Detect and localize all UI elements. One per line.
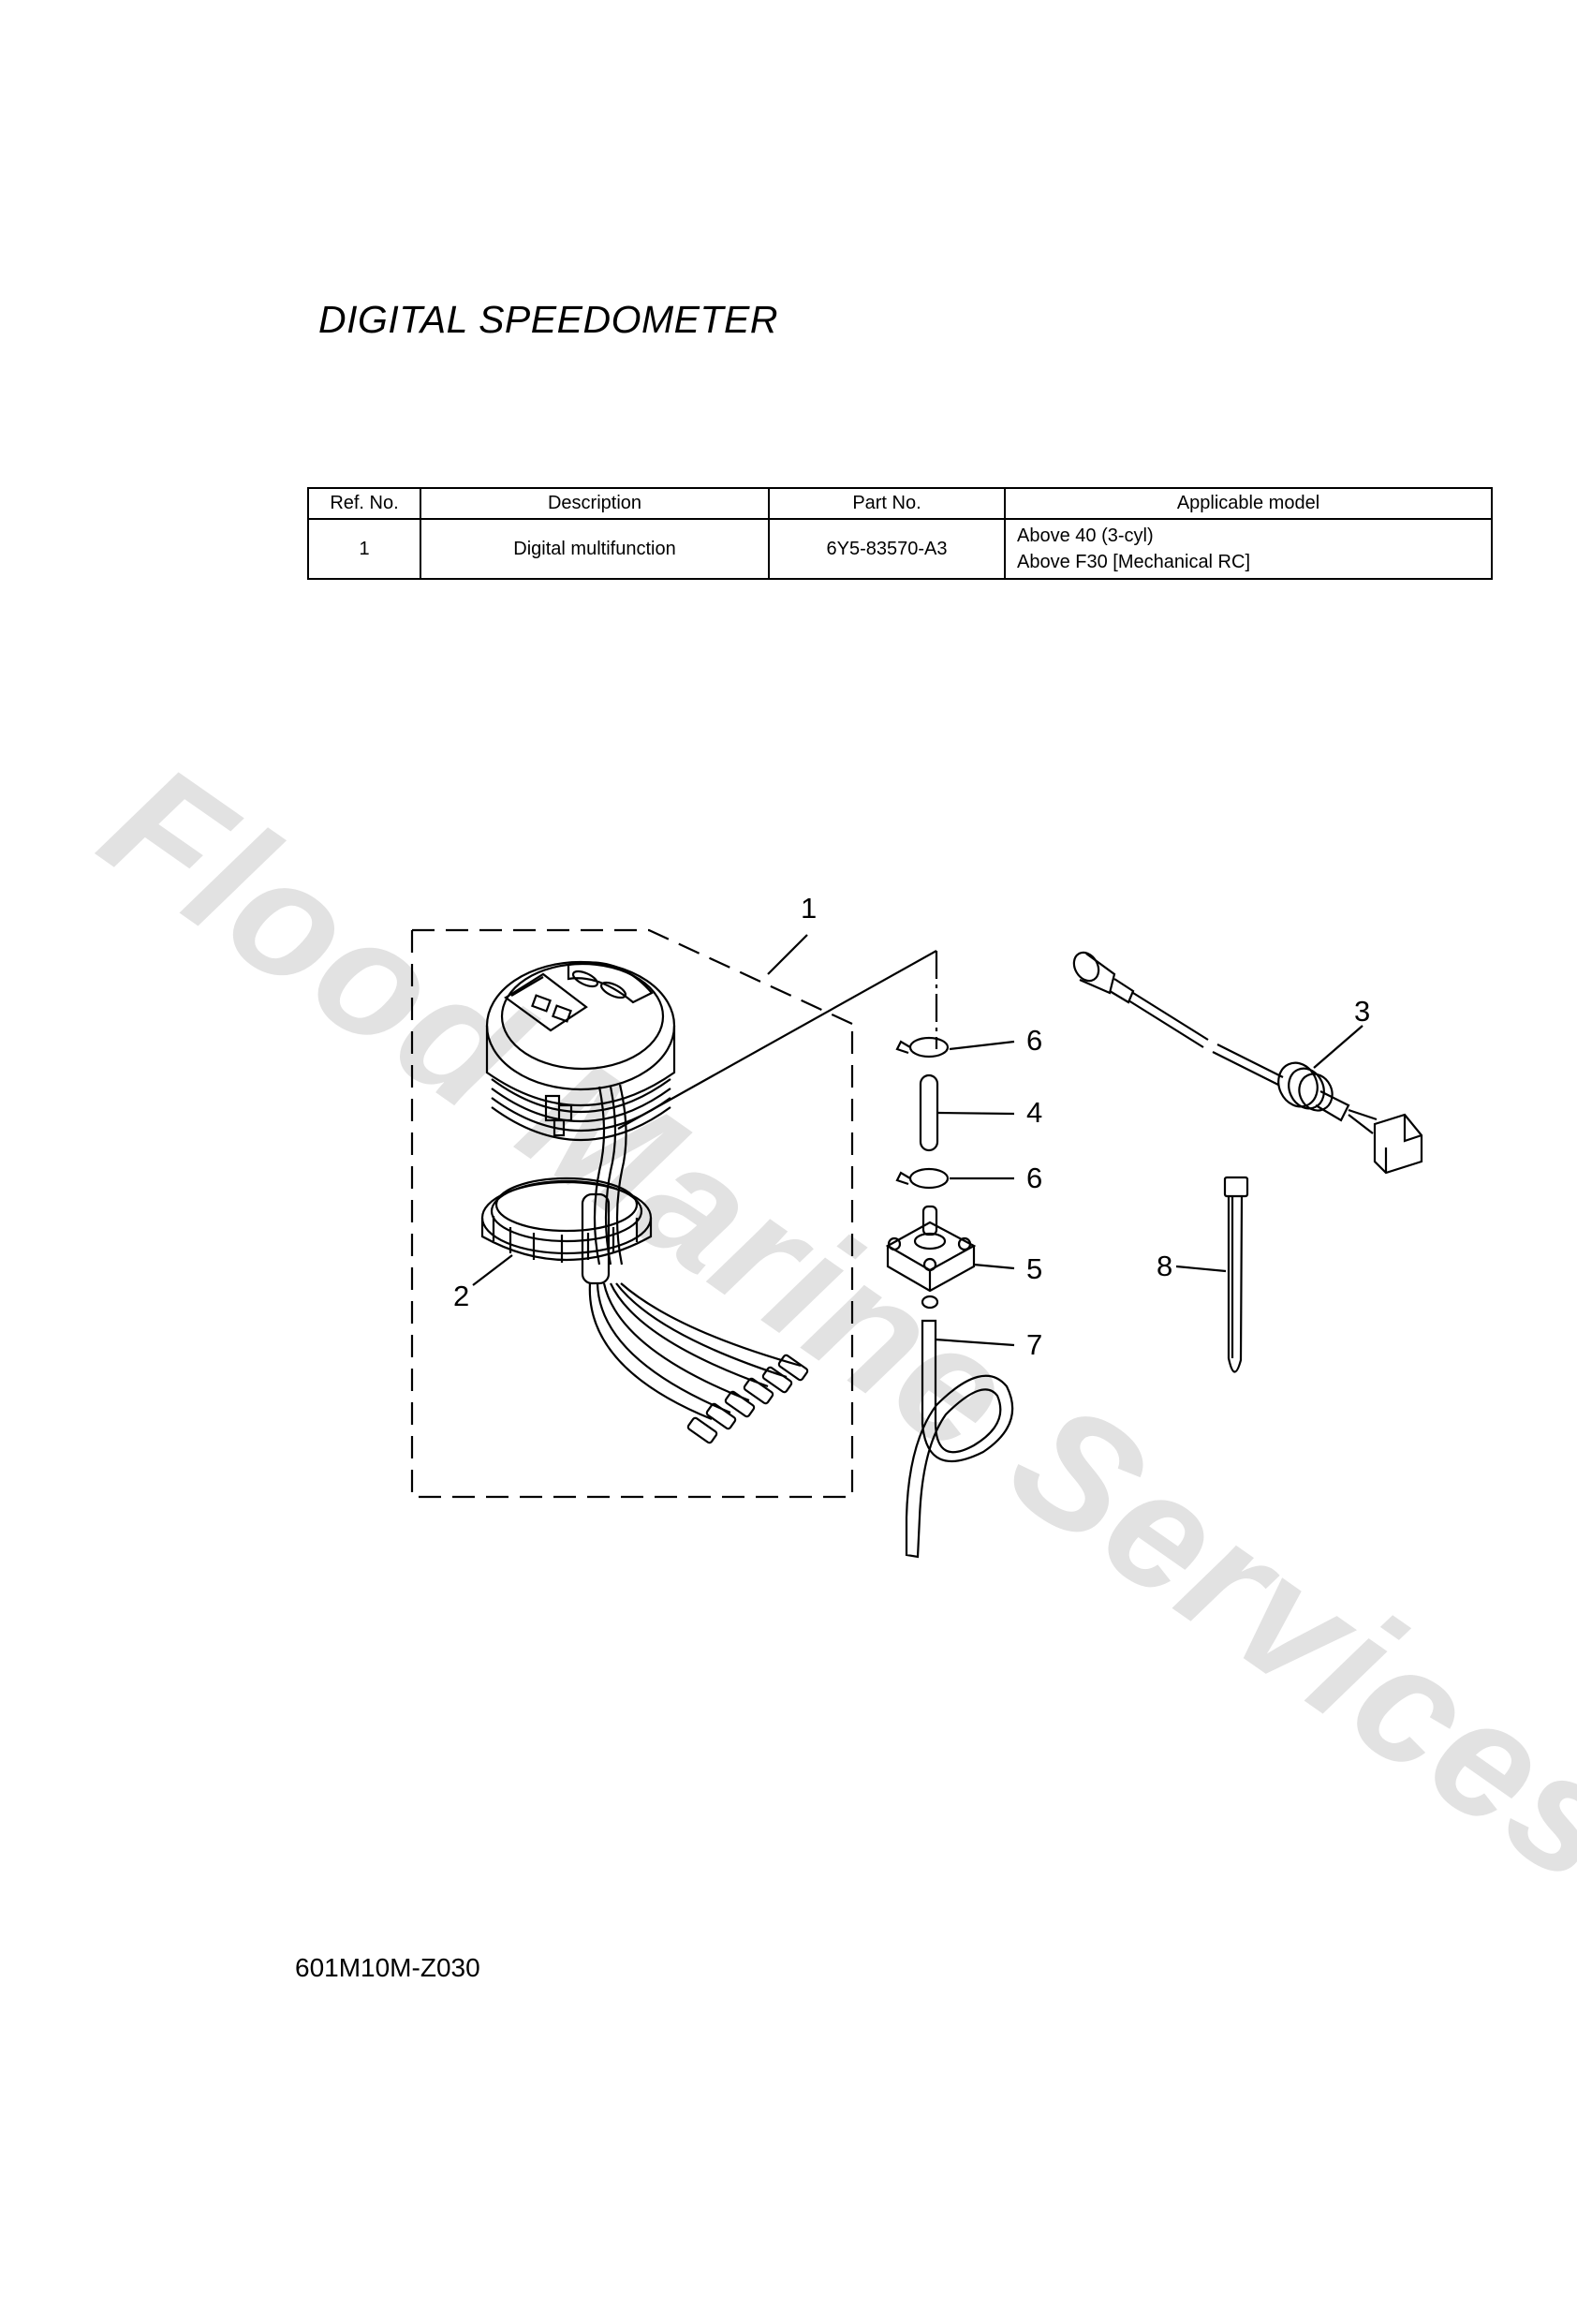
callout-6-upper: 6 xyxy=(1026,1024,1043,1057)
callout-5: 5 xyxy=(1026,1252,1043,1285)
cell-part-no: 6Y5-83570-A3 xyxy=(768,518,1006,580)
callout-7: 7 xyxy=(1026,1328,1043,1361)
hose-clamp-icon xyxy=(895,1036,950,1058)
header-part-no: Part No. xyxy=(768,487,1006,520)
diagram-code: 601M10M-Z030 xyxy=(295,1953,480,1982)
parts-table: Ref. No. Description Part No. Applicable… xyxy=(307,487,1493,580)
page-title: DIGITAL SPEEDOMETER xyxy=(318,298,778,341)
callout-2: 2 xyxy=(453,1280,470,1312)
cable-tie-icon xyxy=(1223,1176,1249,1373)
header-description: Description xyxy=(420,487,770,520)
callout-4: 4 xyxy=(1026,1096,1043,1129)
assembly-dashed-box xyxy=(410,928,854,1499)
pitot-fitting-icon xyxy=(885,1205,977,1310)
callout-1: 1 xyxy=(801,892,818,925)
model-line-2: Above F30 [Mechanical RC] xyxy=(1017,552,1251,572)
lock-ring-icon xyxy=(480,1177,653,1285)
callout-6-lower: 6 xyxy=(1026,1162,1043,1194)
model-line-1: Above 40 (3-cyl) xyxy=(1017,525,1154,546)
cell-ref-no: 1 xyxy=(307,518,421,580)
wire-harness-icon xyxy=(588,1282,809,1444)
hose-short-icon xyxy=(919,1073,939,1152)
header-applicable-model: Applicable model xyxy=(1004,487,1493,520)
hose-clamp-icon xyxy=(895,1167,950,1190)
hose-long-icon xyxy=(905,1319,1014,1559)
header-ref-no: Ref. No. xyxy=(307,487,421,520)
table-header-row: Ref. No. Description Part No. Applicable… xyxy=(307,487,1493,520)
cell-applicable-model: Above 40 (3-cyl) Above F30 [Mechanical R… xyxy=(1004,518,1493,580)
digital-meter-icon xyxy=(485,960,676,1266)
sensor-cable-icon xyxy=(1072,951,1423,1175)
table-row: 1 Digital multifunction 6Y5-83570-A3 Abo… xyxy=(307,518,1493,580)
callout-8: 8 xyxy=(1157,1250,1173,1282)
callout-3: 3 xyxy=(1354,995,1371,1028)
cell-description: Digital multifunction xyxy=(420,518,770,580)
